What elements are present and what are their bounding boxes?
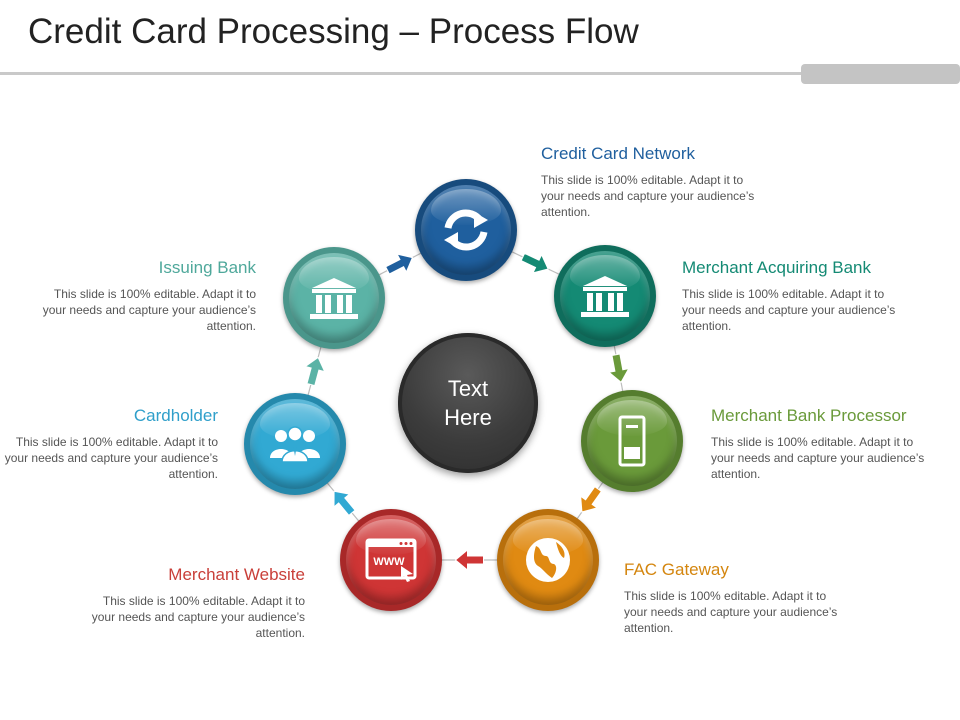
server-tower-icon (618, 415, 646, 467)
step-heading: Merchant Bank Processor (711, 406, 907, 425)
step-label-cardholder: Cardholder This slide is 100% editable. … (0, 406, 218, 482)
step-heading: Merchant Website (168, 565, 305, 584)
www-text: WWW (373, 556, 405, 568)
center-text-line-1: Text (447, 376, 489, 401)
flow-arrow (333, 490, 356, 517)
flow-arrow (304, 356, 326, 387)
flow-arrow (580, 486, 603, 513)
node-issuing-bank (283, 247, 385, 349)
node-disk (560, 251, 650, 341)
step-label-merchant-bank-processor: Merchant Bank Processor This slide is 10… (711, 406, 960, 482)
node-merchant-website: WWW (340, 509, 442, 611)
flow-arrow (607, 353, 630, 384)
center-text: Text Here (423, 374, 513, 432)
title-divider (0, 72, 806, 75)
flow-arrow (520, 252, 549, 274)
node-merchant-acquiring-bank (554, 245, 656, 347)
step-label-issuing-bank: Issuing Bank This slide is 100% editable… (6, 258, 256, 334)
step-label-credit-card-network: Credit Card Network This slide is 100% e… (541, 144, 791, 220)
node-cardholder (244, 393, 346, 495)
node-credit-card-network (415, 179, 517, 281)
bank-building-icon (581, 276, 629, 317)
node-highlight (431, 189, 501, 225)
step-description: This slide is 100% editable. Adapt it to… (624, 589, 838, 635)
node-merchant-bank-processor (581, 390, 683, 492)
node-fac-gateway (497, 509, 599, 611)
step-heading: Merchant Acquiring Bank (682, 258, 871, 277)
sync-arrows-icon (444, 209, 488, 251)
step-description: This slide is 100% editable. Adapt it to… (42, 287, 256, 333)
step-description: This slide is 100% editable. Adapt it to… (682, 287, 896, 333)
step-description: This slide is 100% editable. Adapt it to… (541, 173, 755, 219)
center-circle: Text Here (398, 333, 538, 473)
step-label-fac-gateway: FAC Gateway This slide is 100% editable.… (624, 560, 874, 636)
flow-arrow (385, 253, 414, 275)
step-description: This slide is 100% editable. Adapt it to… (91, 594, 305, 640)
step-label-merchant-acquiring-bank: Merchant Acquiring Bank This slide is 10… (682, 258, 932, 334)
www-browser-icon: WWW (365, 538, 417, 582)
step-heading: Cardholder (133, 406, 218, 425)
step-heading: Issuing Bank (158, 258, 256, 277)
node-disk (587, 396, 677, 486)
people-group-icon (270, 426, 320, 463)
node-disk (289, 253, 379, 343)
node-disk (346, 515, 436, 605)
globe-icon (526, 538, 570, 582)
center-text-line-2: Here (444, 405, 492, 430)
step-description: This slide is 100% editable. Adapt it to… (4, 435, 218, 481)
step-description: This slide is 100% editable. Adapt it to… (711, 435, 925, 481)
flow-arrow (454, 548, 484, 572)
step-heading: Credit Card Network (541, 144, 695, 163)
node-disk (250, 399, 340, 489)
page-title: Credit Card Processing – Process Flow (28, 12, 639, 51)
step-heading: FAC Gateway (624, 560, 729, 579)
title-accent-tab (801, 64, 960, 84)
step-label-merchant-website: Merchant Website This slide is 100% edit… (55, 565, 305, 641)
node-disk (421, 185, 511, 275)
bank-building-icon (310, 278, 358, 319)
